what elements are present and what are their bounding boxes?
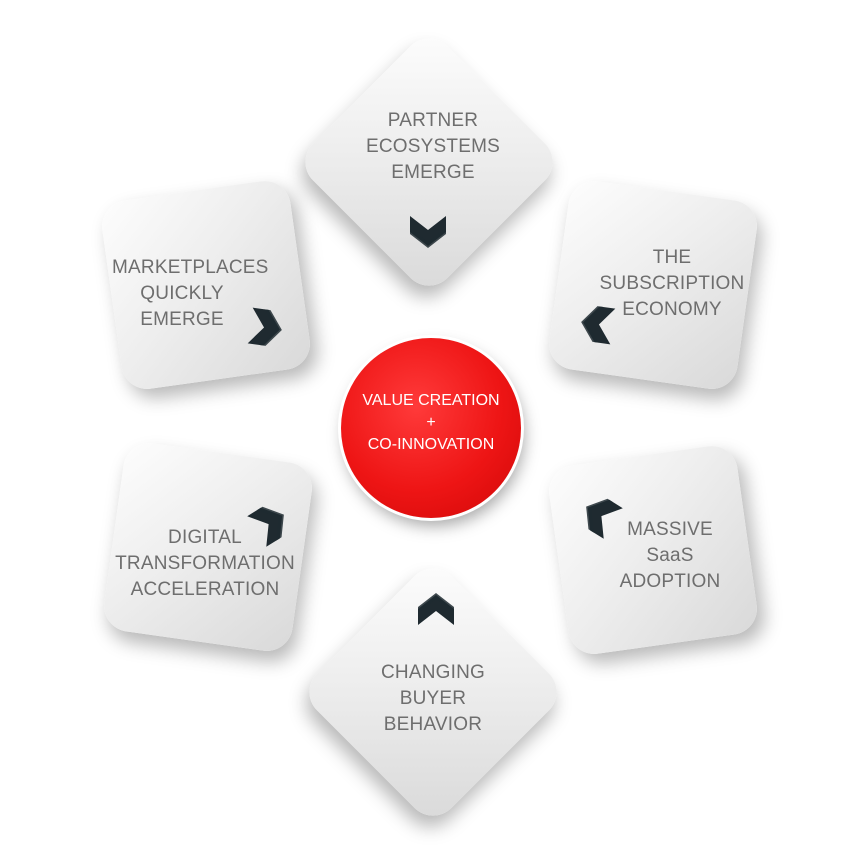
node-label: MASSIVE SaaS ADOPTION [619, 519, 721, 592]
node-label: PARTNER ECOSYSTEMS EMERGE [366, 110, 500, 183]
chevron-down-icon [410, 216, 446, 248]
center-hub-label: VALUE CREATION + CO-INNOVATION [362, 392, 500, 453]
chevron-left-icon [581, 306, 616, 345]
node-label: MARKETPLACES QUICKLY EMERGE [112, 257, 269, 330]
node-label: CHANGING BUYER BEHAVIOR [381, 662, 485, 735]
center-hub [341, 338, 521, 518]
node-label: THE SUBSCRIPTION ECONOMY [599, 247, 745, 320]
node-label: DIGITAL TRANSFORMATION ACCELERATION [115, 527, 295, 600]
chevron-up-right-icon [247, 506, 284, 547]
chevron-right-icon [247, 307, 282, 346]
chevron-up-icon [418, 593, 454, 625]
chevron-up-left-icon [586, 498, 623, 539]
